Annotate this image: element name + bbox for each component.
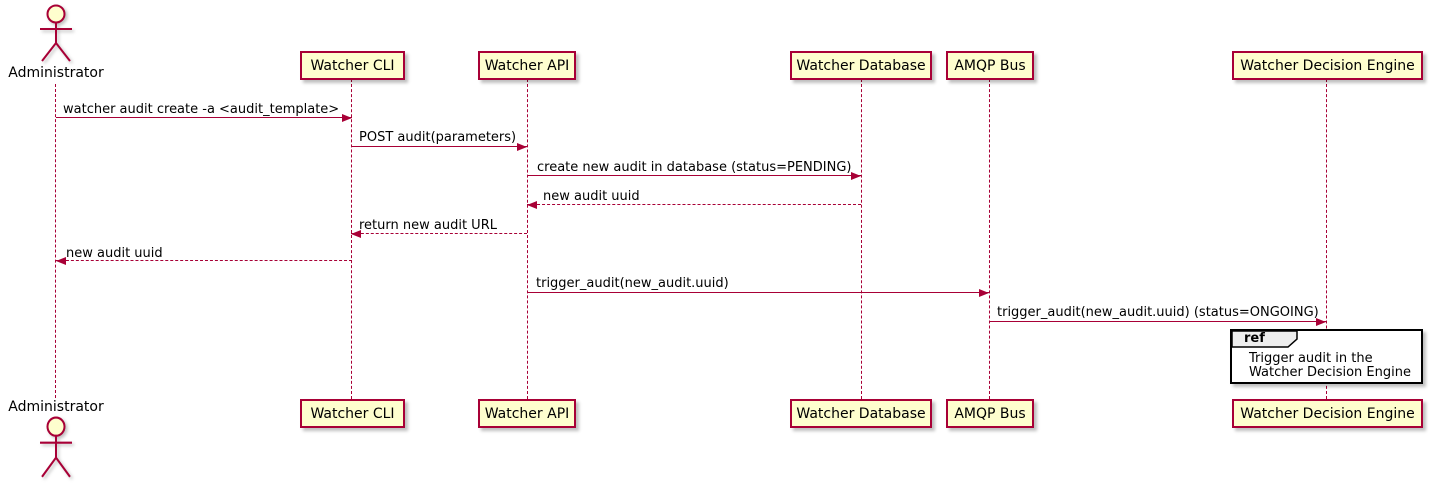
ref-tab-icon [1231, 330, 1298, 348]
lifeline-watcher-cli [351, 79, 352, 399]
message-8-line [989, 321, 1326, 322]
participant-watcher-decision-engine-top: Watcher Decision Engine [1232, 51, 1423, 80]
arrowhead-left-icon [351, 230, 361, 238]
message-5-label: return new audit URL [359, 218, 497, 233]
participant-watcher-database-top: Watcher Database [790, 51, 932, 80]
actor-icon [40, 416, 72, 478]
participant-watcher-decision-engine-bottom: Watcher Decision Engine [1232, 399, 1423, 428]
arrowhead-right-icon [1316, 318, 1326, 326]
participant-watcher-api-bottom: Watcher API [478, 399, 576, 428]
actor-label-bottom: Administrator [8, 399, 104, 415]
message-2-line [351, 146, 527, 147]
message-3-line [527, 175, 861, 176]
message-6-label: new audit uuid [66, 246, 163, 261]
participant-watcher-cli-top: Watcher CLI [300, 51, 405, 80]
message-1-line [56, 117, 352, 118]
arrowhead-left-icon [527, 201, 537, 209]
message-8-label: trigger_audit(new_audit.uuid) (status=ON… [997, 305, 1319, 320]
ref-text: Trigger audit in the Watcher Decision En… [1249, 352, 1411, 380]
message-5-line [351, 233, 527, 234]
message-6-line [56, 260, 352, 261]
ref-fragment: ref Trigger audit in the Watcher Decisio… [1230, 329, 1423, 384]
actor-icon [40, 4, 72, 62]
arrowhead-right-icon [851, 172, 861, 180]
message-3-label: create new audit in database (status=PEN… [537, 160, 852, 175]
participant-watcher-cli-bottom: Watcher CLI [300, 399, 405, 428]
arrowhead-right-icon [342, 114, 352, 122]
arrowhead-right-icon [979, 289, 989, 297]
message-4-line [527, 204, 861, 205]
lifeline-amqp-bus [989, 79, 990, 399]
ref-text-line1: Trigger audit in the [1249, 351, 1373, 366]
arrowhead-right-icon [517, 143, 527, 151]
participant-watcher-database-bottom: Watcher Database [790, 399, 932, 428]
message-4-label: new audit uuid [543, 189, 640, 204]
message-1-label: watcher audit create -a <audit_template> [63, 102, 340, 117]
lifeline-administrator [55, 84, 56, 398]
lifeline-watcher-database [861, 79, 862, 399]
arrowhead-left-icon [56, 257, 66, 265]
message-7-line [527, 292, 989, 293]
participant-amqp-bus-top: AMQP Bus [946, 51, 1034, 80]
participant-watcher-api-top: Watcher API [478, 51, 576, 80]
actor-label-top: Administrator [8, 65, 104, 81]
ref-text-line2: Watcher Decision Engine [1249, 365, 1411, 380]
message-7-label: trigger_audit(new_audit.uuid) [536, 276, 729, 291]
lifeline-watcher-api [527, 79, 528, 399]
lifeline-watcher-decision-engine [1326, 79, 1327, 399]
participant-amqp-bus-bottom: AMQP Bus [946, 399, 1034, 428]
ref-keyword: ref [1244, 331, 1265, 346]
message-2-label: POST audit(parameters) [359, 130, 517, 145]
